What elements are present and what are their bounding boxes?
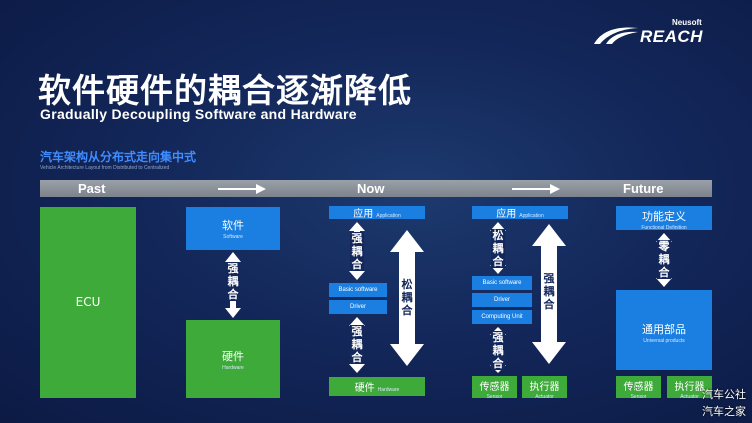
now2-sensor-block: 传感器 Sensor (472, 376, 517, 400)
now1-basic-software-block: Basic software (329, 283, 387, 297)
now1-upper-coupling-label: 强 耦 合 (350, 232, 364, 271)
section-subtitle: Vehicle Architecture Layout from Distrib… (40, 165, 170, 171)
watermark-line-2: 汽车之家 (702, 405, 746, 418)
reach-swoosh-icon (594, 27, 638, 44)
page-subtitle: Gradually Decoupling Software and Hardwa… (40, 106, 357, 122)
past-hardware-en: Hardware (222, 365, 244, 371)
logo-brand-main: REACH (640, 27, 703, 46)
watermark-line-1: 汽车公社 (702, 388, 746, 401)
ecu-block: ECU (40, 207, 136, 398)
future-actuator-block: 执行器 Actuator (667, 376, 712, 400)
timeline-past: Past (78, 181, 106, 196)
future-coupling-label: 零 耦 合 (657, 240, 671, 279)
now2-computing-unit-block: Computing Unit (472, 310, 532, 324)
now2-driver-block: Driver (472, 293, 532, 307)
future-functional-definition-block: 功能定义 Functional Definition (616, 206, 712, 231)
timeline-bar: Past Now Future (40, 180, 712, 197)
now2-actuator-block: 执行器 Actuator (522, 376, 567, 400)
now1-side-coupling-label: 松 耦 合 (401, 278, 413, 317)
past-hardware-cn: 硬件 (222, 350, 244, 363)
now2-side-coupling-label: 强 耦 合 (543, 272, 555, 311)
now2-lower-coupling-label: 强 耦 合 (491, 331, 505, 370)
timeline-arrow-head-2 (550, 184, 560, 194)
now1-side-arrow-icon (390, 230, 424, 366)
ecu-label: ECU (75, 295, 101, 309)
future-sensor-block: 传感器 Sensor (616, 376, 661, 400)
now1-driver-block: Driver (329, 300, 387, 314)
now2-upper-coupling-label: 松 耦 合 (491, 229, 505, 268)
past-software-cn: 软件 (222, 219, 244, 232)
section-title: 汽车架构从分布式走向集中式 (40, 150, 197, 164)
neusoft-reach-logo: Neusoft REACH (592, 18, 722, 48)
timeline-future: Future (623, 181, 664, 196)
now2-basic-software-block: Basic software (472, 276, 532, 290)
timeline-arrow-head-1 (256, 184, 266, 194)
page-title: 软件硬件的耦合逐渐降低 (38, 71, 412, 110)
past-hardware-block: 硬件 Hardware (186, 320, 280, 398)
timeline-now: Now (357, 181, 385, 196)
past-software-block: 软件 Software (186, 207, 280, 250)
future-universal-products-block: 通用部品 Universal products (616, 290, 712, 370)
logo-brand-small: Neusoft (672, 18, 702, 27)
timeline-arrow-2 (512, 188, 550, 190)
timeline-arrow-1 (218, 188, 256, 190)
past-software-en: Software (223, 234, 243, 240)
now2-side-arrow-icon (532, 224, 566, 364)
now1-lower-coupling-label: 强 耦 合 (350, 325, 364, 364)
past-coupling-label: 强 耦 合 (226, 262, 240, 301)
